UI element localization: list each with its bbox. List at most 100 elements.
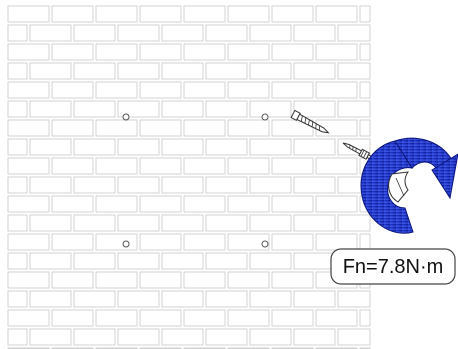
brick bbox=[315, 309, 358, 327]
brick bbox=[249, 290, 292, 308]
brick bbox=[29, 290, 72, 308]
brick bbox=[205, 62, 248, 80]
brick bbox=[227, 309, 270, 327]
brick bbox=[139, 119, 182, 137]
brick bbox=[7, 62, 28, 80]
brick-wall bbox=[7, 5, 371, 349]
brick bbox=[227, 43, 270, 61]
brick bbox=[29, 176, 72, 194]
brick bbox=[205, 290, 248, 308]
brick bbox=[7, 81, 50, 99]
brick bbox=[95, 43, 138, 61]
brick bbox=[161, 138, 204, 156]
brick bbox=[337, 290, 371, 308]
brick bbox=[337, 100, 371, 118]
brick bbox=[95, 119, 138, 137]
hole-top-right bbox=[261, 113, 269, 121]
brick bbox=[271, 5, 314, 23]
brick bbox=[205, 138, 248, 156]
brick bbox=[139, 5, 182, 23]
brick bbox=[315, 233, 358, 251]
brick bbox=[249, 176, 292, 194]
brick bbox=[337, 24, 371, 42]
brick bbox=[7, 176, 28, 194]
brick bbox=[205, 252, 248, 270]
brick bbox=[271, 233, 314, 251]
brick bbox=[7, 24, 28, 42]
brick bbox=[7, 328, 28, 346]
brick bbox=[183, 271, 226, 289]
brick bbox=[51, 271, 94, 289]
brick bbox=[271, 81, 314, 99]
brick bbox=[7, 100, 28, 118]
brick bbox=[359, 5, 371, 23]
brick bbox=[73, 24, 116, 42]
brick bbox=[73, 214, 116, 232]
brick bbox=[117, 214, 160, 232]
brick bbox=[29, 328, 72, 346]
brick bbox=[117, 290, 160, 308]
brick bbox=[271, 43, 314, 61]
brick bbox=[205, 328, 248, 346]
brick bbox=[7, 271, 50, 289]
brick bbox=[337, 328, 371, 346]
brick bbox=[161, 62, 204, 80]
brick bbox=[183, 119, 226, 137]
brick bbox=[315, 195, 358, 213]
brick bbox=[227, 271, 270, 289]
brick bbox=[95, 309, 138, 327]
brick bbox=[183, 309, 226, 327]
brick bbox=[315, 5, 358, 23]
brick bbox=[337, 62, 371, 80]
brick bbox=[205, 176, 248, 194]
brick bbox=[359, 81, 371, 99]
brick bbox=[249, 138, 292, 156]
brick bbox=[29, 62, 72, 80]
brick bbox=[227, 81, 270, 99]
brick bbox=[73, 176, 116, 194]
brick bbox=[227, 157, 270, 175]
brick bbox=[359, 43, 371, 61]
brick bbox=[73, 328, 116, 346]
brick bbox=[249, 214, 292, 232]
torque-label-box: Fn=7.8N·m bbox=[330, 248, 456, 285]
brick bbox=[95, 81, 138, 99]
brick bbox=[51, 157, 94, 175]
brick bbox=[249, 252, 292, 270]
brick bbox=[205, 100, 248, 118]
brick bbox=[29, 24, 72, 42]
brick bbox=[95, 233, 138, 251]
brick bbox=[139, 157, 182, 175]
brick bbox=[183, 157, 226, 175]
brick bbox=[7, 252, 28, 270]
brick bbox=[293, 176, 336, 194]
brick bbox=[227, 195, 270, 213]
brick bbox=[117, 176, 160, 194]
brick bbox=[161, 24, 204, 42]
brick bbox=[293, 100, 336, 118]
brick bbox=[271, 195, 314, 213]
screw-in-motion-icon bbox=[342, 142, 375, 161]
brick bbox=[183, 81, 226, 99]
brick bbox=[183, 5, 226, 23]
brick bbox=[315, 157, 358, 175]
brick bbox=[249, 100, 292, 118]
brick bbox=[95, 271, 138, 289]
brick bbox=[7, 290, 28, 308]
brick bbox=[73, 62, 116, 80]
brick bbox=[7, 195, 50, 213]
brick bbox=[293, 62, 336, 80]
brick bbox=[293, 24, 336, 42]
brick bbox=[139, 271, 182, 289]
brick bbox=[293, 328, 336, 346]
brick bbox=[7, 138, 28, 156]
brick bbox=[293, 252, 336, 270]
brick bbox=[51, 195, 94, 213]
brick bbox=[205, 214, 248, 232]
brick bbox=[117, 252, 160, 270]
brick bbox=[161, 290, 204, 308]
hole-top-left bbox=[122, 113, 130, 121]
brick bbox=[51, 309, 94, 327]
brick bbox=[51, 81, 94, 99]
